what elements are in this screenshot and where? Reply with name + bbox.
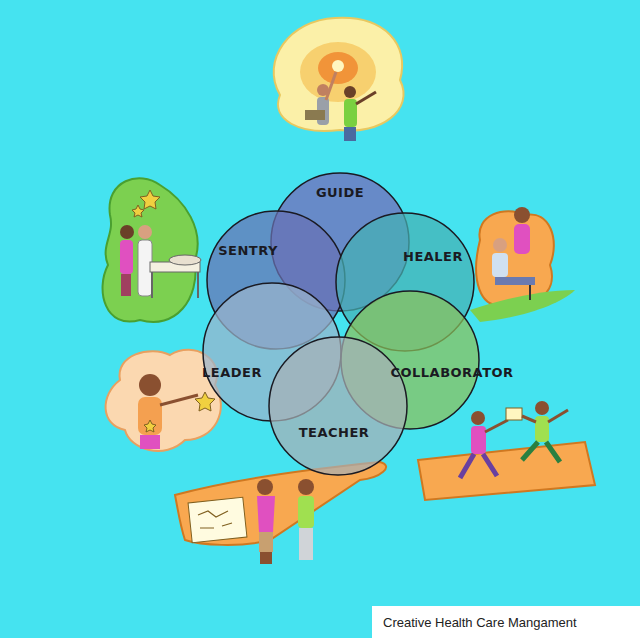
role-label: SENTRY (218, 243, 278, 258)
sentry-scene (103, 178, 201, 322)
guide-scene (274, 18, 404, 141)
healer-scene (470, 207, 575, 322)
caption-band (372, 606, 640, 638)
role-label: TEACHER (299, 425, 370, 440)
role-label: GUIDE (316, 185, 364, 200)
circle-outline (268, 336, 408, 476)
role-label: COLLABORATOR (390, 365, 513, 380)
role-label: HEALER (403, 249, 463, 264)
role-circle: TEACHER (268, 336, 408, 476)
teacher-scene (175, 462, 386, 564)
credit-text: Creative Health Care Mangament (383, 615, 577, 630)
role-label: LEADER (202, 365, 262, 380)
